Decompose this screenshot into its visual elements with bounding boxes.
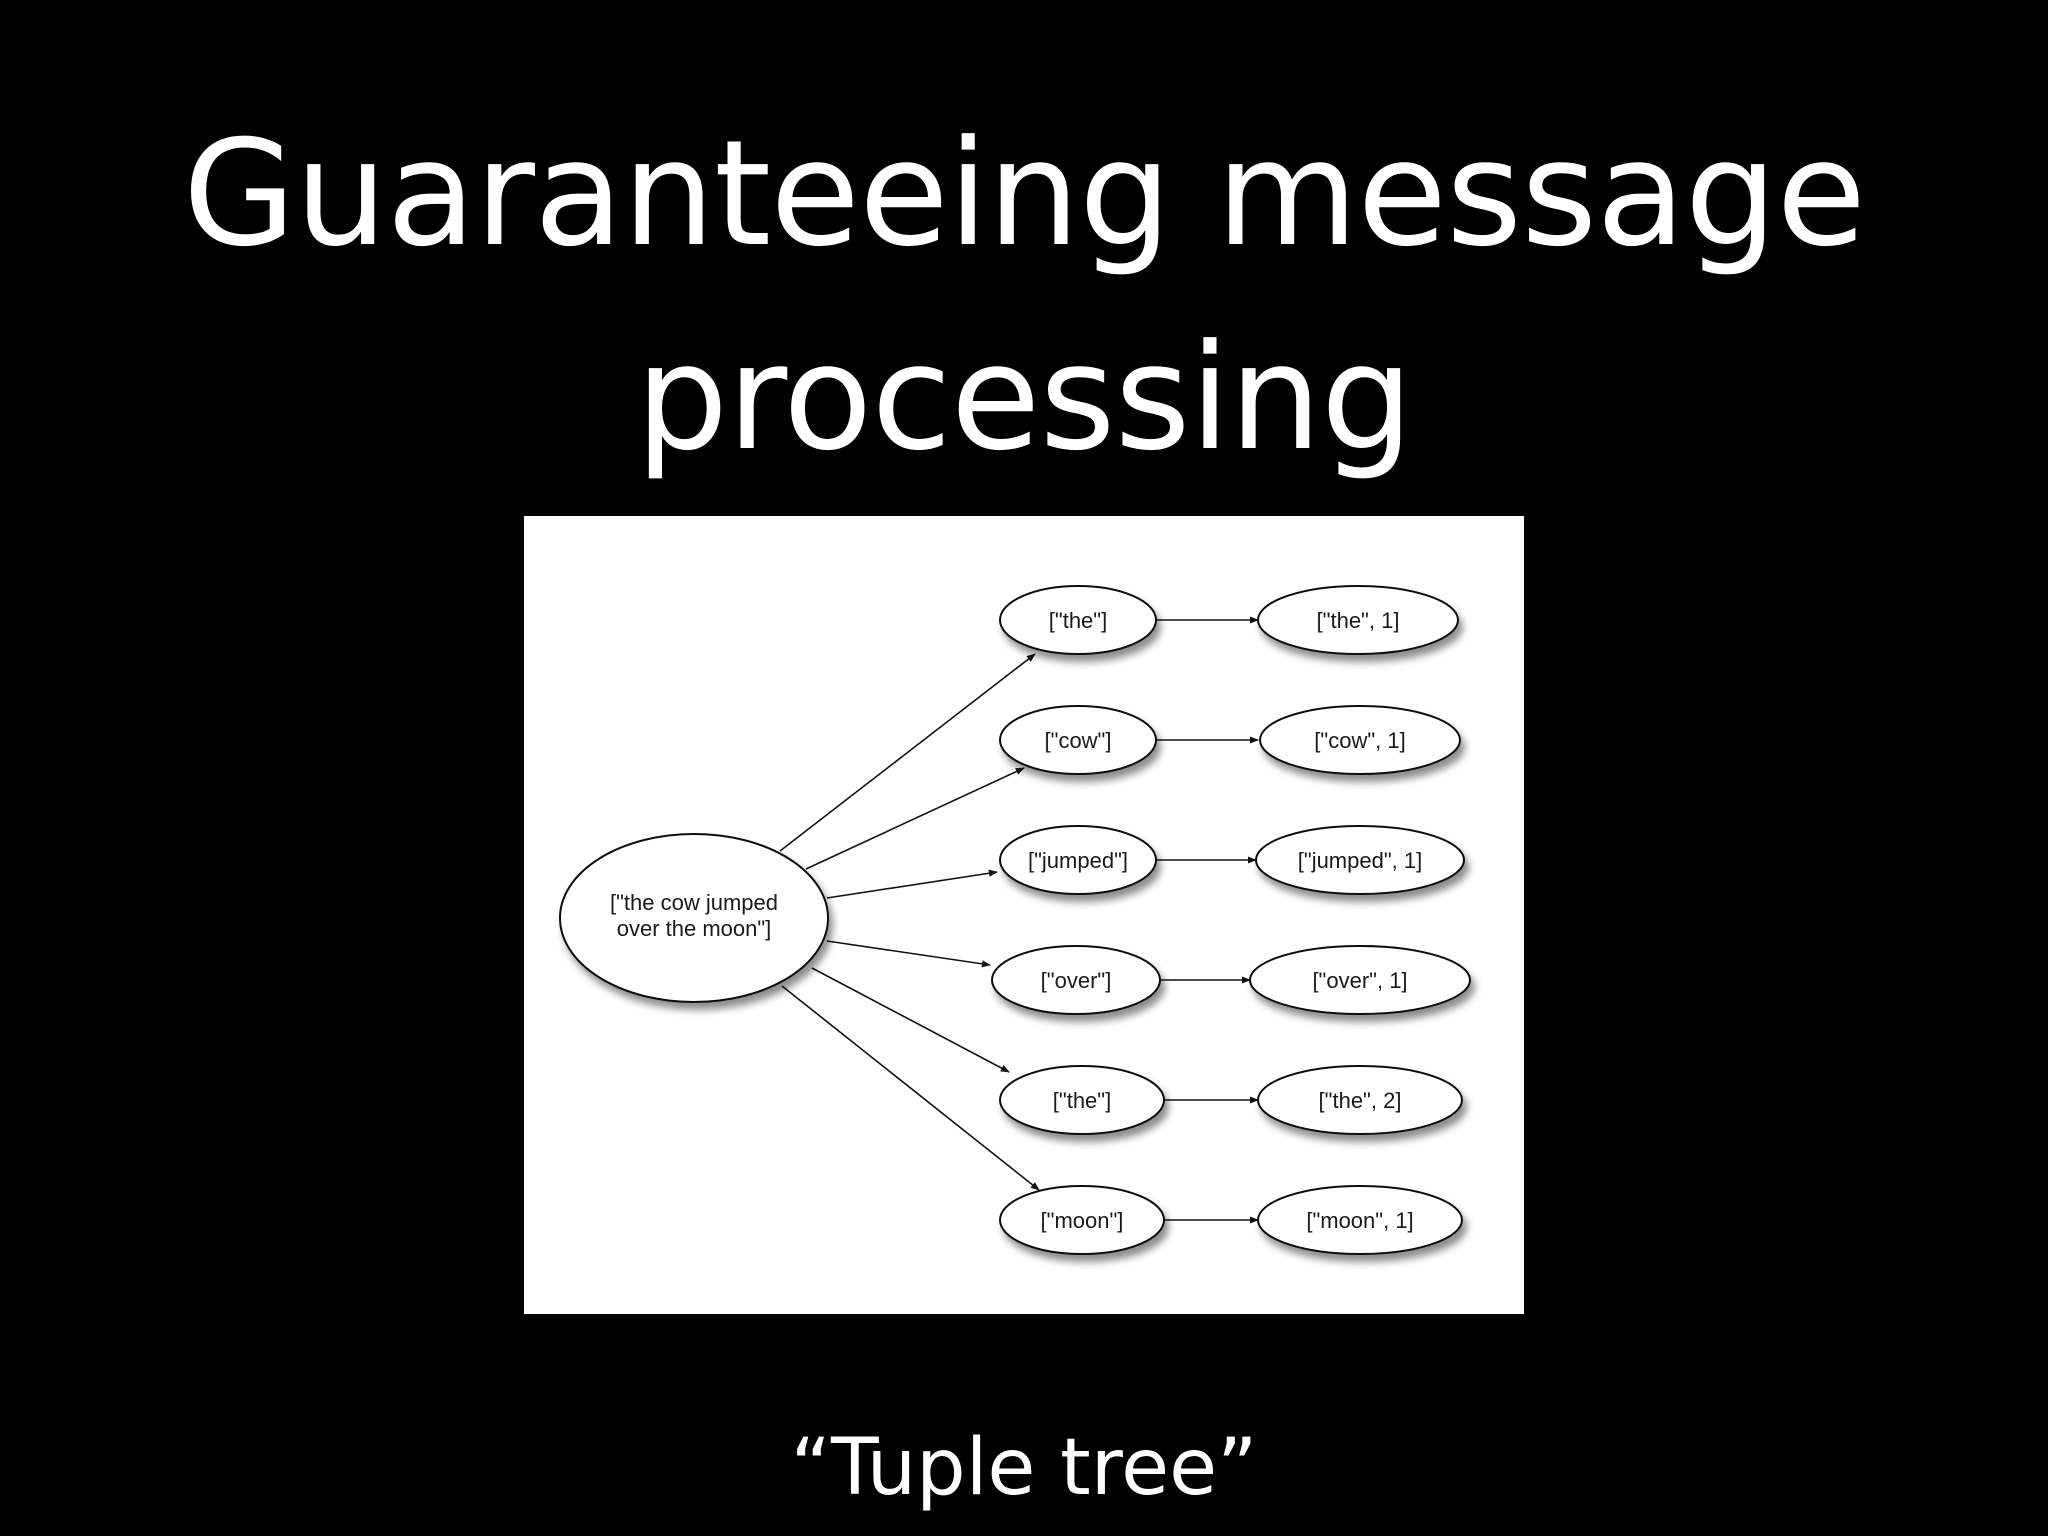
diagram-nodes: ["the cow jumped over the moon"] ["the"]… [559,585,1471,1255]
root-node: ["the cow jumped over the moon"] [559,833,829,1003]
count-node-moon-1-label: ["moon", 1] [1306,1208,1413,1233]
word-node-the-2-label: ["the"] [1053,1088,1111,1113]
word-node-moon: ["moon"] [999,1185,1165,1255]
count-node-over-1-label: ["over", 1] [1312,968,1407,993]
edge-root-to-moon [781,985,1040,1191]
word-node-the-label: ["the"] [1049,608,1107,633]
word-node-over-label: ["over"] [1041,968,1112,993]
edge-root-to-cow [805,767,1025,870]
slide-caption: “Tuple tree” [790,1423,1258,1513]
slide-title: Guaranteeing message processing [0,92,2048,500]
edge-root-to-the-2 [811,967,1010,1073]
word-node-over: ["over"] [991,945,1161,1015]
count-node-jumped-1: ["jumped", 1] [1255,825,1465,895]
title-line-2: processing [635,313,1414,483]
count-node-the-1-label: ["the", 1] [1317,608,1400,633]
word-node-cow-label: ["cow"] [1045,728,1112,753]
count-node-the-2-label: ["the", 2] [1319,1088,1402,1113]
word-node-the: ["the"] [999,585,1157,655]
word-node-moon-label: ["moon"] [1041,1208,1124,1233]
count-node-the-1: ["the", 1] [1257,585,1459,655]
root-node-line-2: over the moon"] [617,916,772,941]
word-node-cow: ["cow"] [999,705,1157,775]
count-node-moon-1: ["moon", 1] [1257,1185,1463,1255]
diagram-edges [779,616,1259,1224]
count-node-jumped-1-label: ["jumped", 1] [1298,848,1422,873]
edge-root-to-the [779,653,1036,852]
edge-root-to-over [826,940,991,968]
title-line-1: Guaranteeing message [182,109,1866,279]
count-node-cow-1-label: ["cow", 1] [1314,728,1405,753]
count-node-the-2: ["the", 2] [1257,1065,1463,1135]
root-node-line-1: ["the cow jumped [610,890,778,915]
tuple-tree-diagram: ["the cow jumped over the moon"] ["the"]… [524,516,1524,1314]
tuple-tree-svg: ["the cow jumped over the moon"] ["the"]… [559,585,1471,1255]
count-node-over-1: ["over", 1] [1249,945,1471,1015]
word-node-jumped: ["jumped"] [999,825,1157,895]
edge-root-to-jumped [826,869,998,899]
word-node-jumped-label: ["jumped"] [1028,848,1128,873]
count-node-cow-1: ["cow", 1] [1259,705,1461,775]
word-node-the-2: ["the"] [999,1065,1165,1135]
